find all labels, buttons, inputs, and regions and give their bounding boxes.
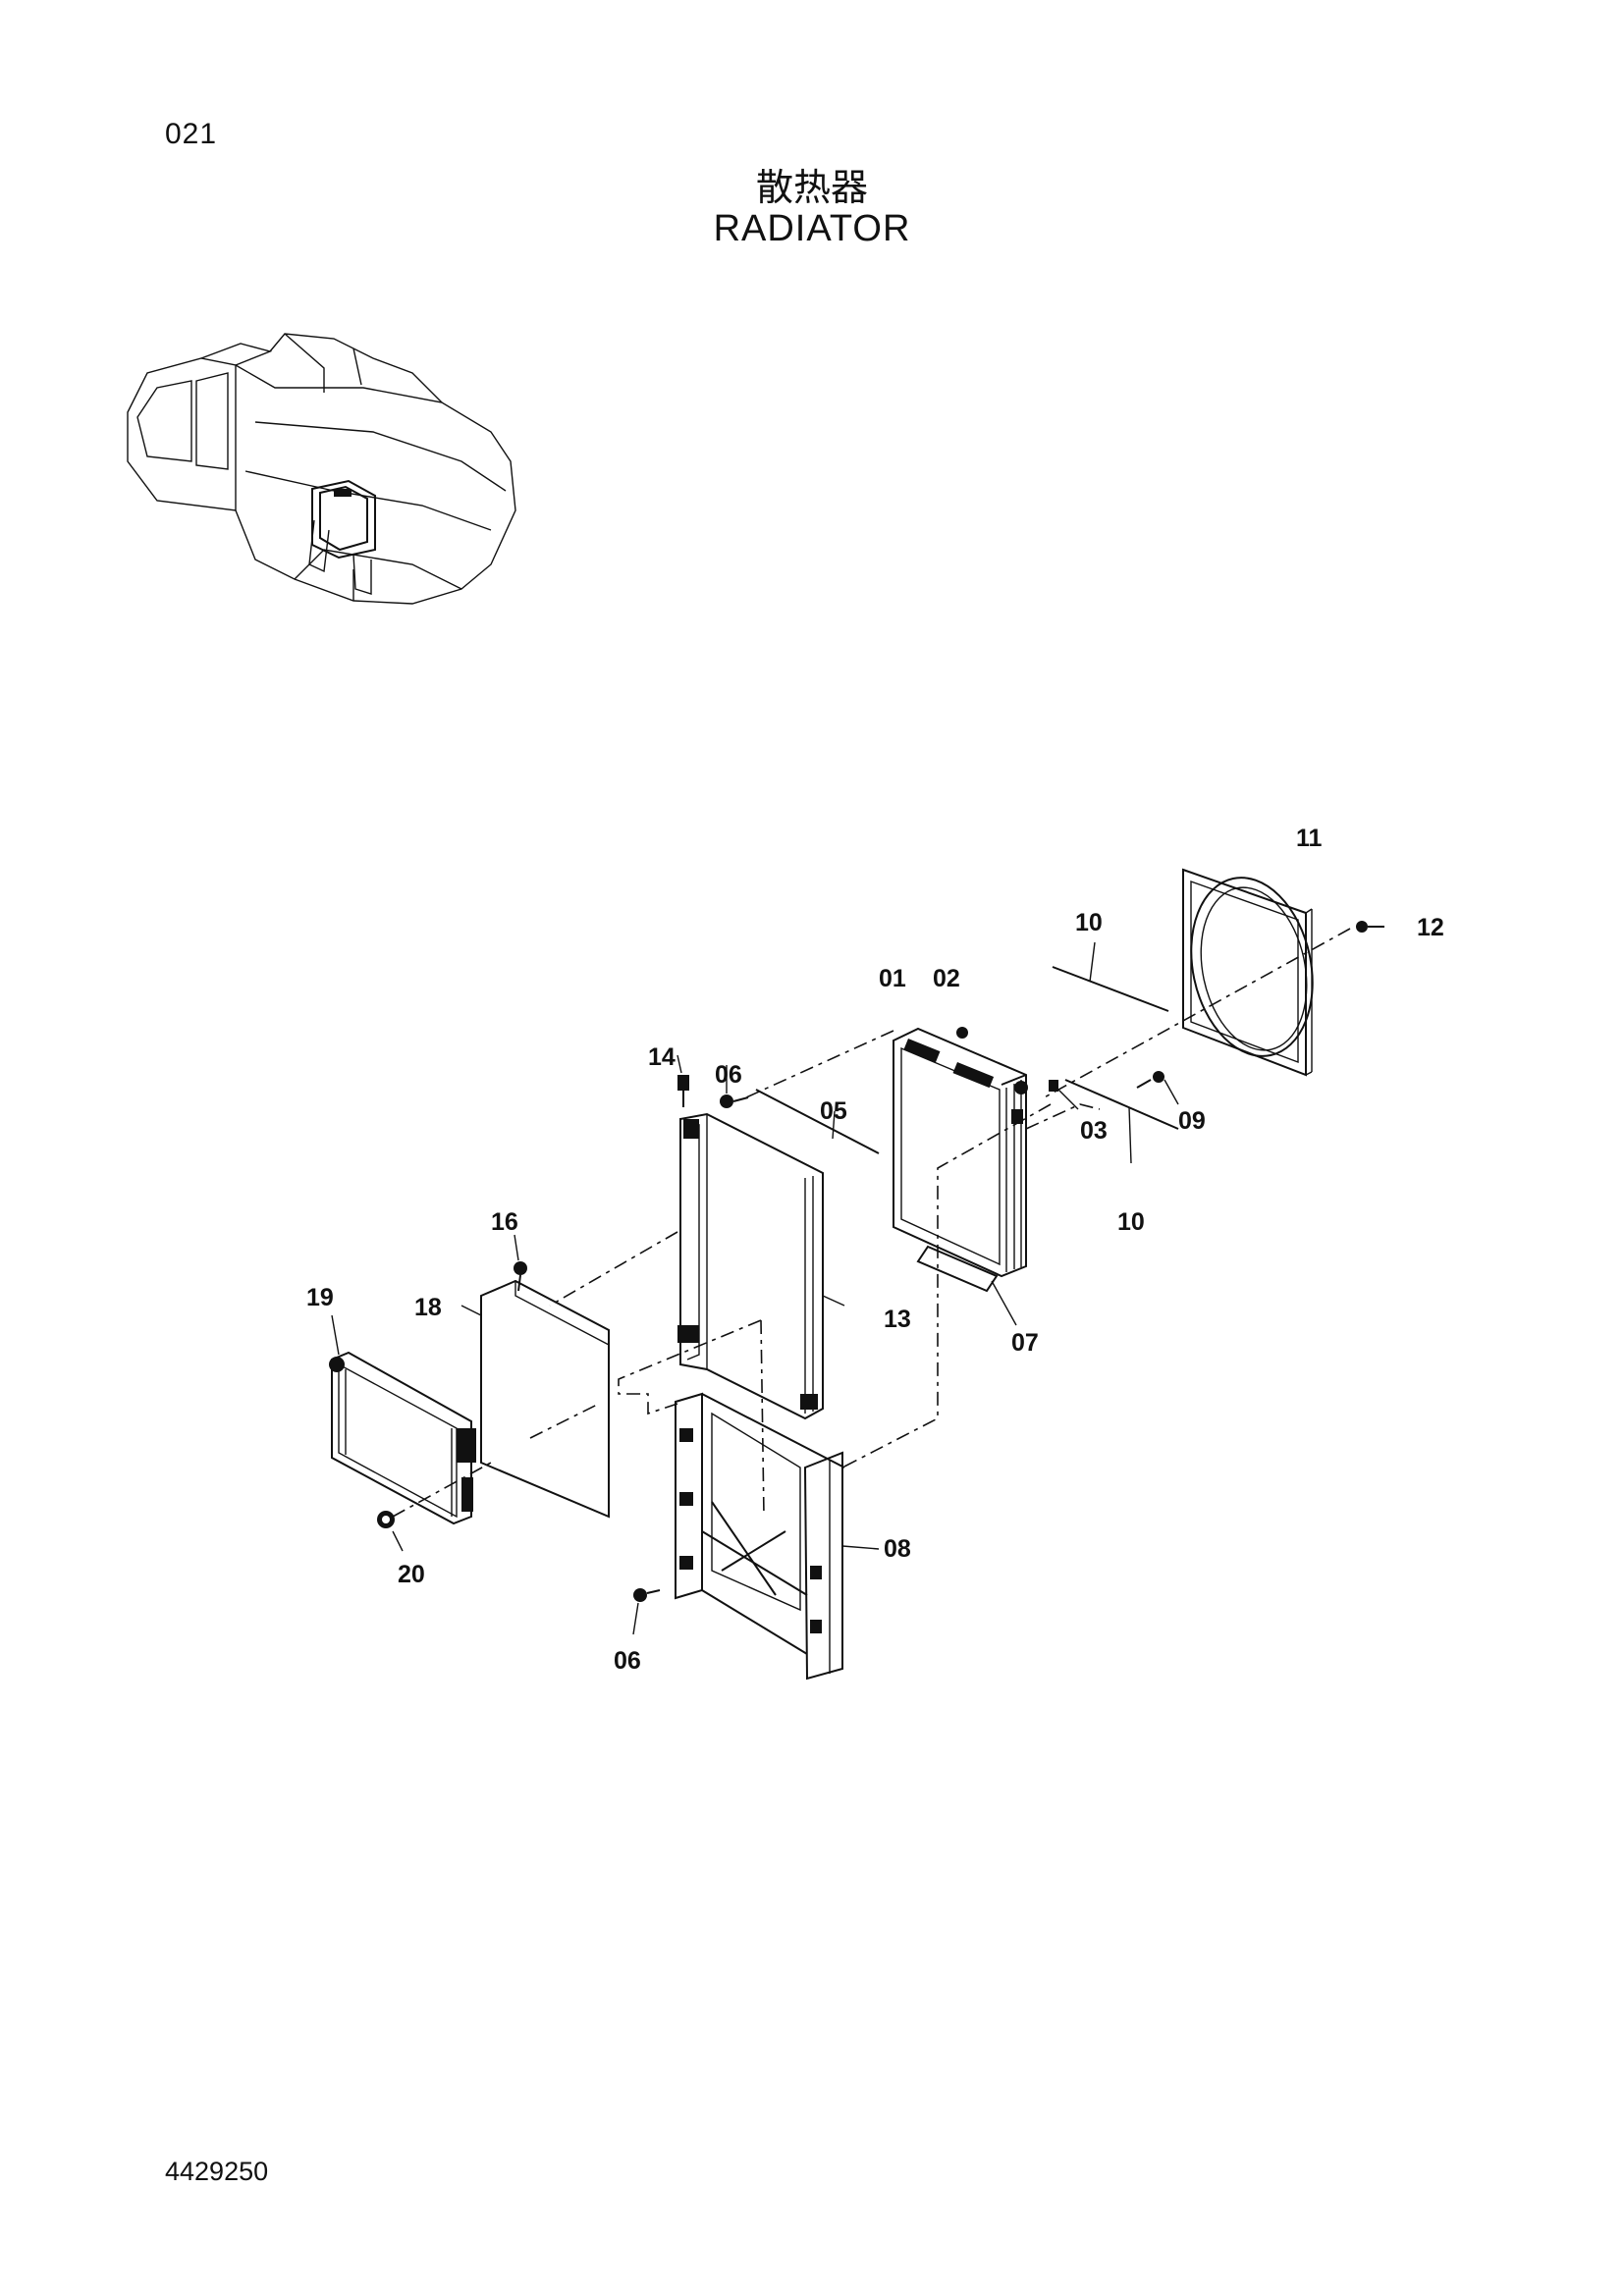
title-english: RADIATOR: [713, 208, 911, 249]
callout-18: 18: [414, 1294, 442, 1321]
part-19-oil-cooler: [329, 1314, 476, 1525]
part-13-frame: [677, 1112, 845, 1420]
part-03-clip: [1049, 1080, 1079, 1110]
part-01-radiator: [893, 1027, 1028, 1278]
callout-20: 20: [398, 1561, 425, 1588]
callout-10-lower: 10: [1117, 1208, 1145, 1236]
part-20-clamp: [377, 1511, 404, 1552]
part-11-fan-shroud: [1182, 868, 1314, 1077]
part-10-seal-lower: [1064, 1079, 1179, 1164]
part-06-bolt-upper: [720, 1065, 749, 1108]
callout-09: 09: [1178, 1107, 1206, 1135]
callout-14: 14: [648, 1043, 676, 1071]
callout-12: 12: [1417, 914, 1444, 941]
callout-16: 16: [491, 1208, 518, 1236]
callout-03: 03: [1080, 1117, 1108, 1145]
excavator-locator-sketch: [127, 333, 516, 605]
callout-02: 02: [933, 965, 960, 992]
page-number: 021: [165, 118, 218, 150]
part-02-cap: [956, 1027, 968, 1039]
part-05-seal: [755, 1089, 880, 1154]
callout-08: 08: [884, 1535, 911, 1563]
part-10-seal-upper: [1052, 941, 1169, 1012]
part-09-bolt: [1136, 1071, 1179, 1105]
callout-07: 07: [1011, 1329, 1039, 1357]
callout-19: 19: [306, 1284, 334, 1311]
part-07-plate: [916, 1245, 1017, 1326]
callout-06-upper: 06: [715, 1061, 742, 1089]
part-12-bolt: [1356, 921, 1384, 933]
part-18-plate: [460, 1279, 610, 1519]
callout-11: 11: [1296, 825, 1323, 852]
callout-01: 01: [879, 965, 906, 992]
title-chinese: 散热器: [755, 166, 868, 209]
document-code: 4429250: [165, 2157, 269, 2186]
part-08-support: [675, 1392, 880, 1681]
part-14-bolt: [677, 1054, 689, 1107]
callout-05: 05: [820, 1097, 847, 1125]
callout-06-lower: 06: [614, 1647, 641, 1675]
assembly-center-lines: [392, 928, 1351, 1518]
part-06-bolt-lower: [632, 1588, 661, 1635]
callout-13: 13: [884, 1306, 911, 1333]
callout-10-upper: 10: [1075, 909, 1103, 936]
